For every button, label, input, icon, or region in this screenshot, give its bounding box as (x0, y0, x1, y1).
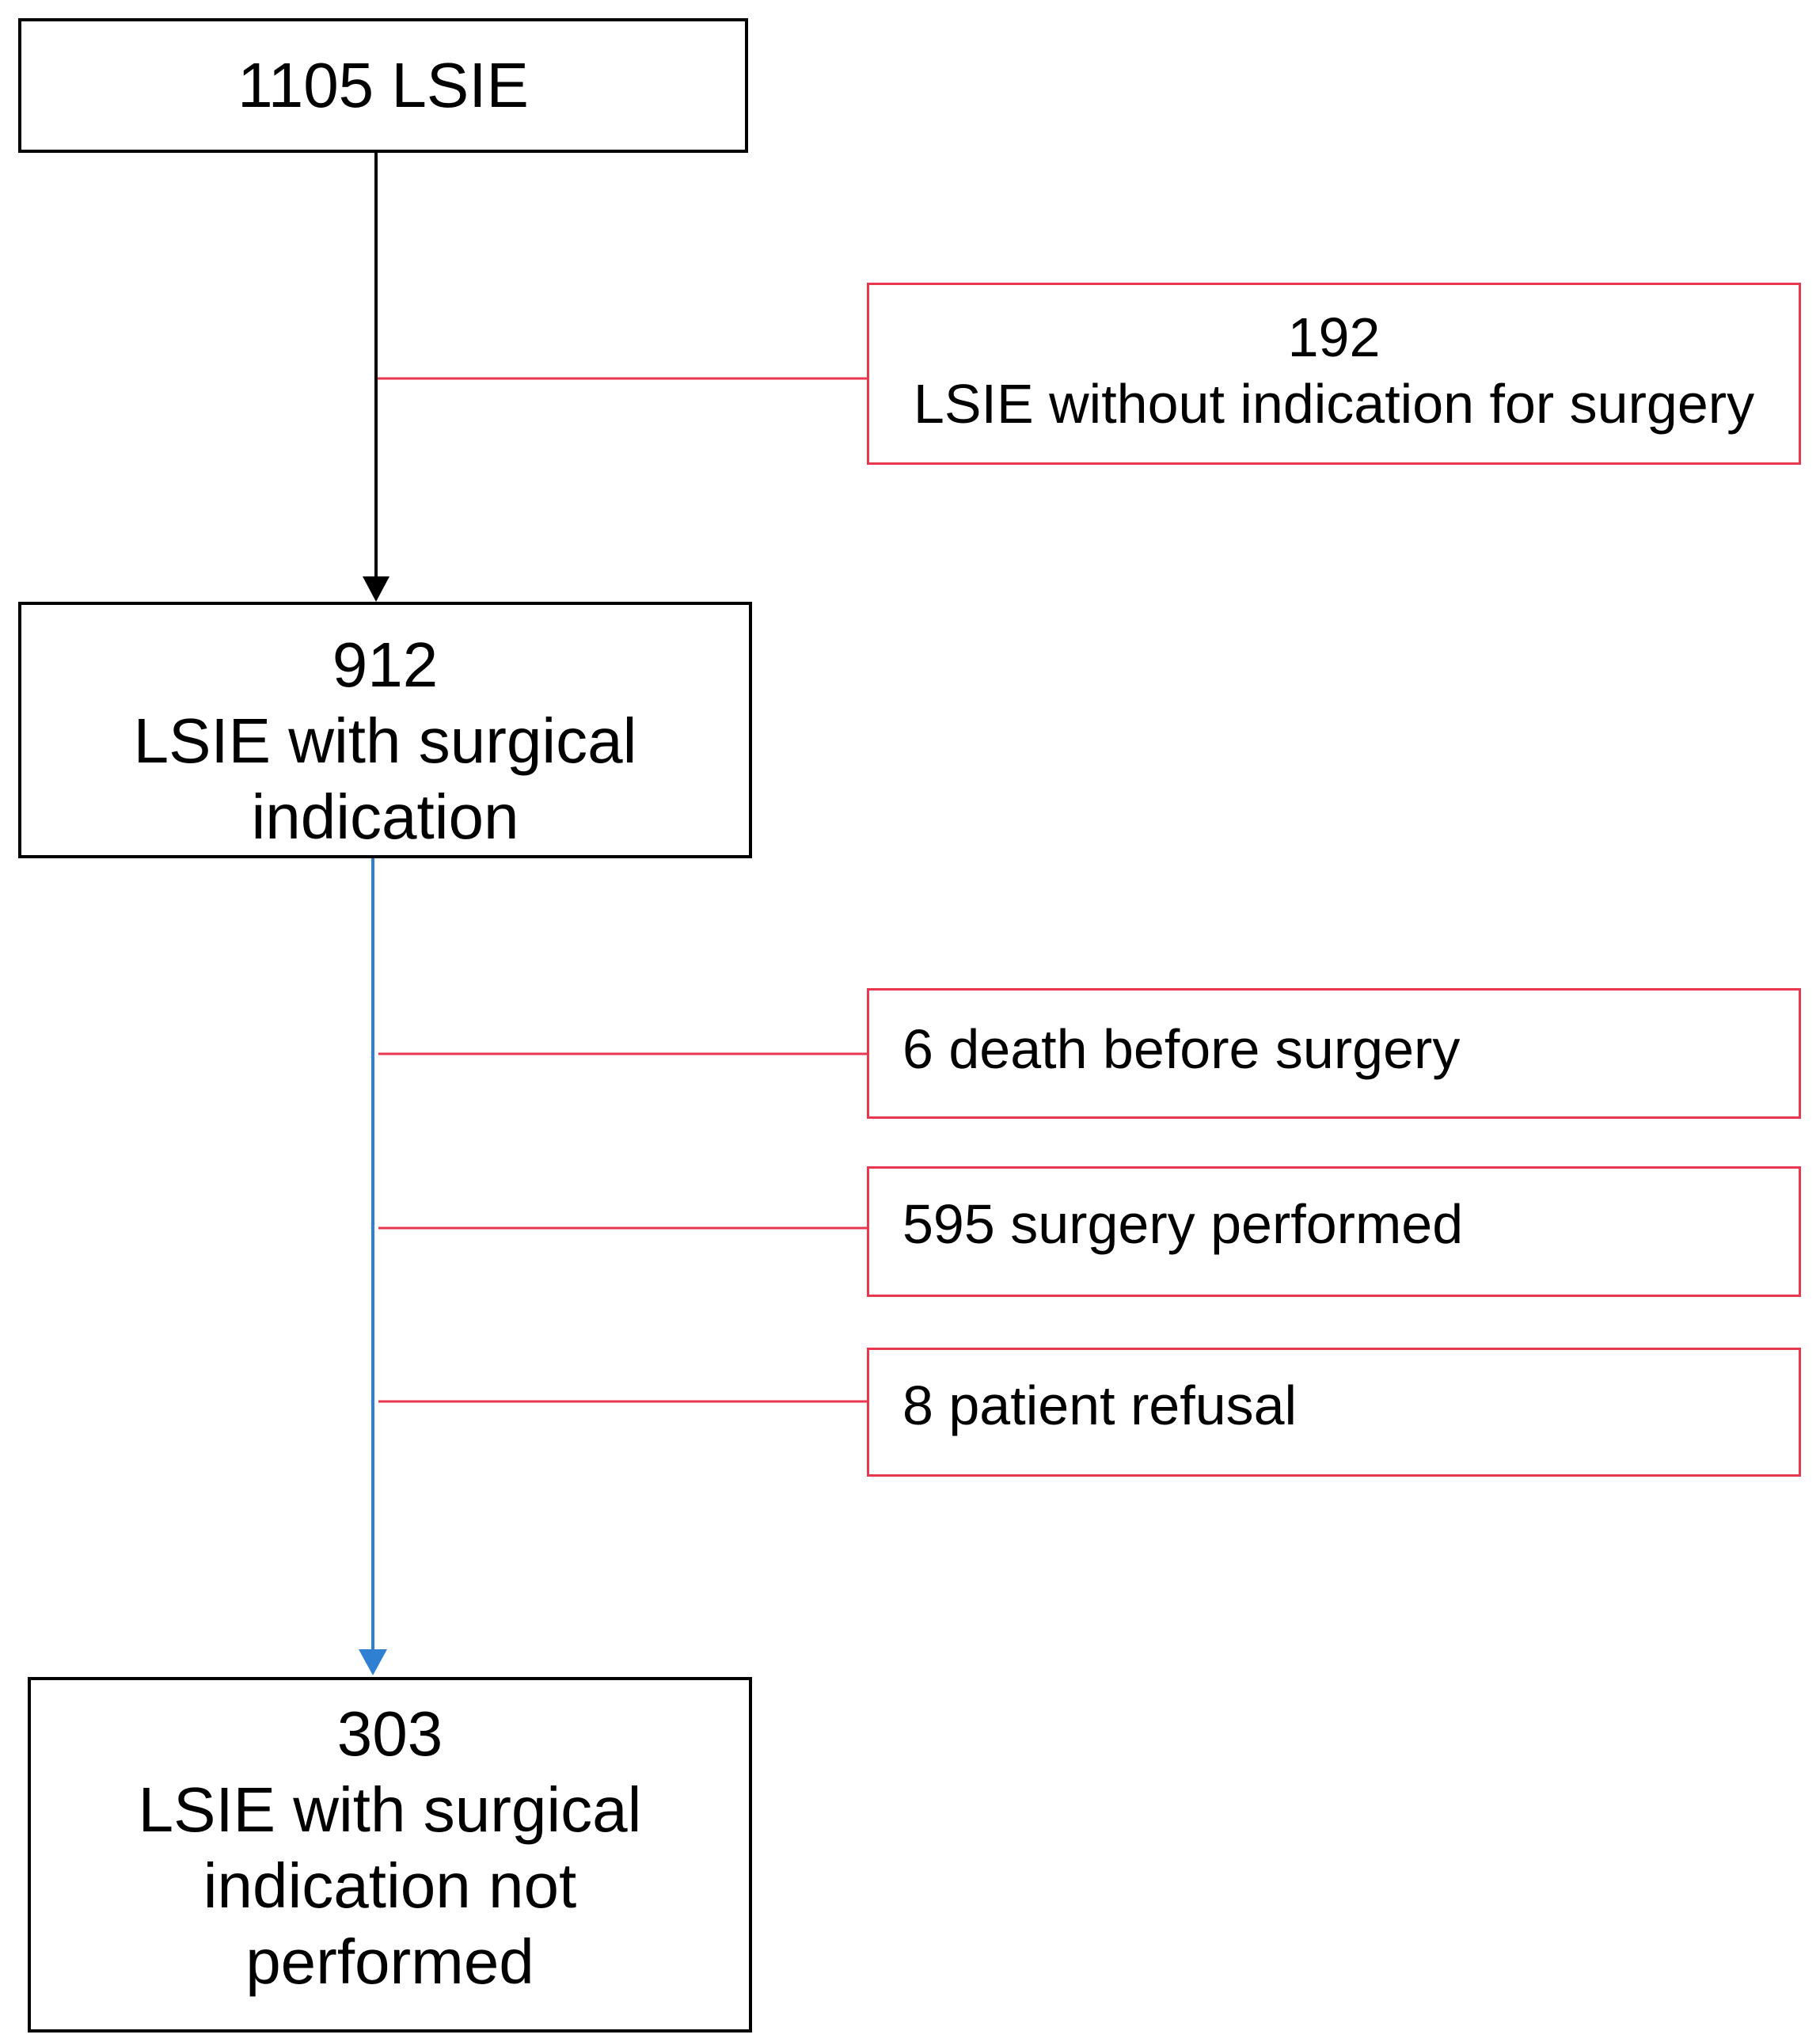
arrowhead-black (363, 576, 389, 602)
node-total: 1105 LSIE (18, 18, 748, 153)
node-performed-label: 595 surgery performed (902, 1193, 1464, 1255)
node-total-line-1: 1105 LSIE (237, 50, 529, 120)
node-not-performed: 303 LSIE with surgical indication not pe… (28, 1677, 752, 2032)
node-with-indication-count: 912 (332, 629, 439, 700)
node-no-indication: 192 LSIE without indication for surgery (867, 283, 1801, 465)
node-with-indication: 912 LSIE with surgical indication (18, 602, 752, 858)
node-no-indication-label: LSIE without indication for surgery (913, 373, 1755, 435)
node-not-performed-label-1: LSIE with surgical (138, 1774, 642, 1845)
arrowhead-blue (359, 1649, 387, 1675)
node-death-label: 6 death before surgery (902, 1018, 1461, 1080)
node-not-performed-count: 303 (336, 1698, 443, 1769)
node-with-indication-label-1: LSIE with surgical (133, 705, 637, 776)
node-performed: 595 surgery performed (867, 1166, 1801, 1297)
node-refusal: 8 patient refusal (867, 1348, 1801, 1477)
node-with-indication-label-2: indication (251, 781, 519, 852)
node-refusal-label: 8 patient refusal (902, 1375, 1298, 1436)
node-not-performed-label-2: indication not (203, 1850, 577, 1921)
node-death: 6 death before surgery (867, 988, 1801, 1119)
node-no-indication-count: 192 (1287, 306, 1381, 368)
node-not-performed-label-3: performed (245, 1926, 534, 1997)
